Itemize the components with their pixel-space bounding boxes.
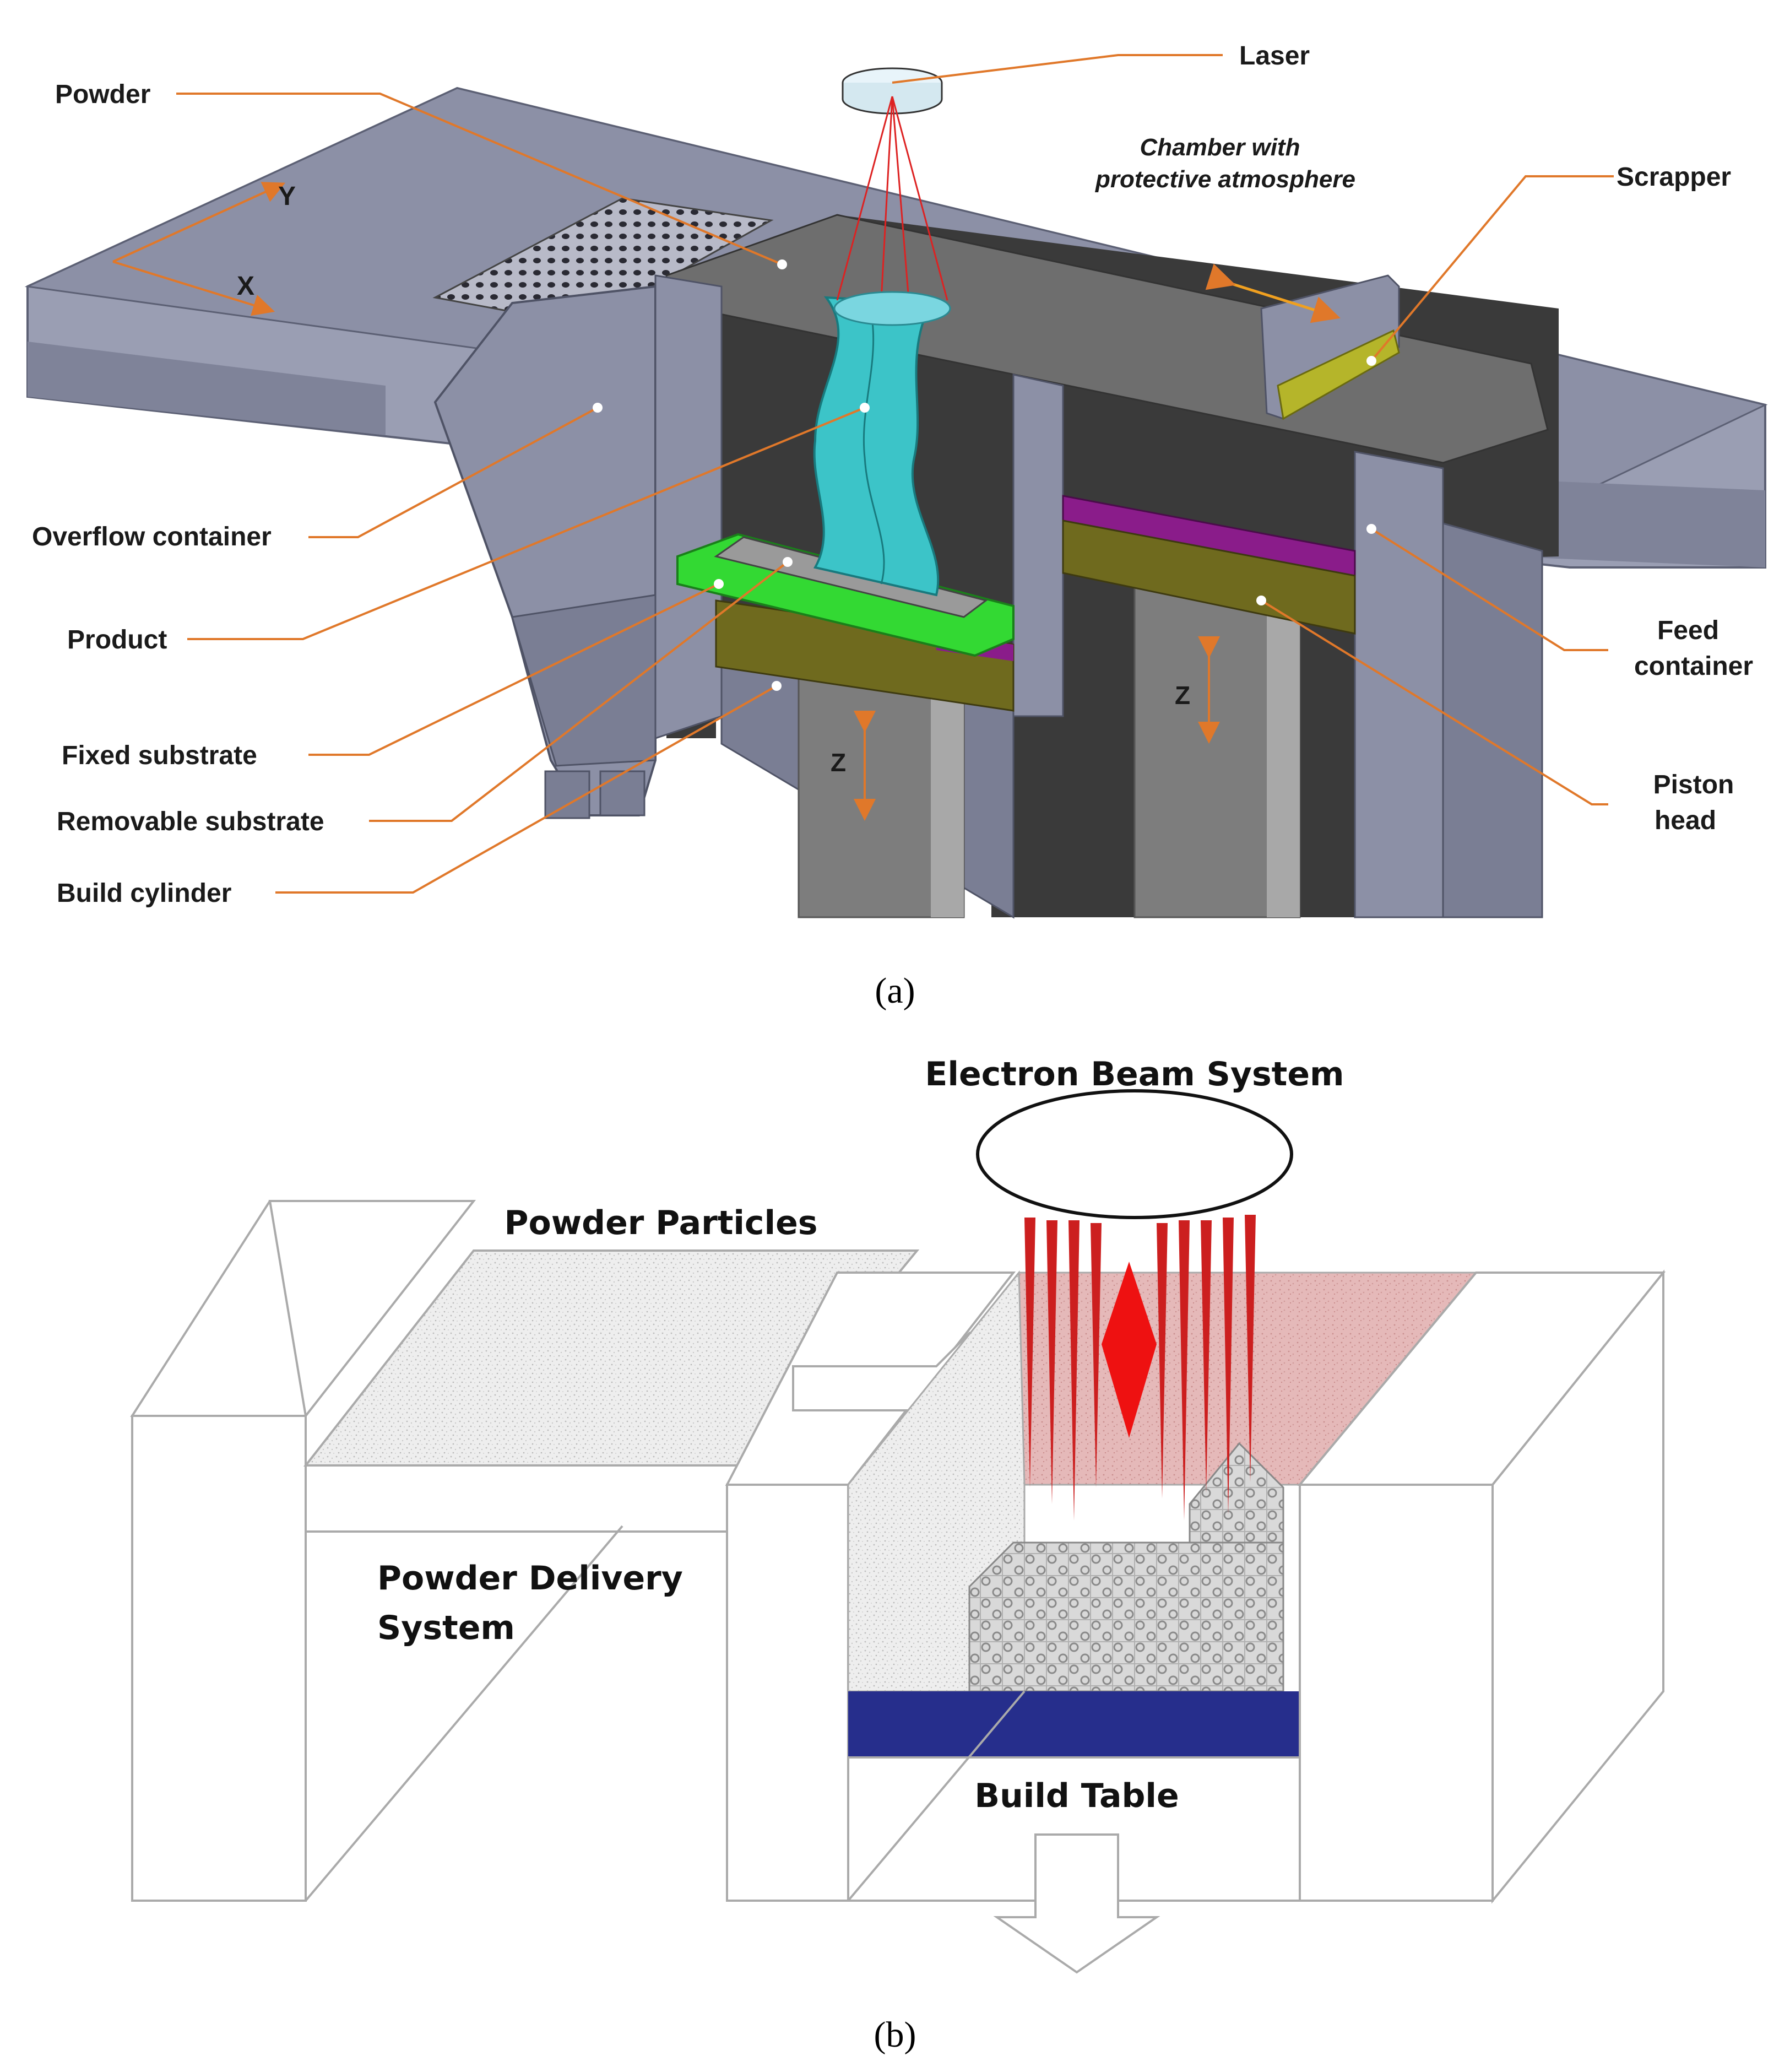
- build-table: [848, 1691, 1300, 1757]
- chamber-edge: [847, 1690, 1026, 1902]
- label-feed-container-line2: container: [1634, 652, 1753, 681]
- panel-a: Laser Powder Chamber with protective atm…: [22, 17, 1768, 1011]
- axis-x-arrow: [112, 261, 275, 316]
- right-wall-front: [1299, 1484, 1494, 1902]
- label-removable-substrate: Removable substrate: [57, 807, 324, 836]
- label-overflow-container: Overflow container: [32, 522, 272, 551]
- caption-a: (a): [875, 971, 915, 1011]
- feed-piston-shaft-highlight: [1267, 573, 1300, 917]
- label-build-table: Build Table: [974, 1777, 1179, 1815]
- label-powder-delivery-line2: System: [377, 1609, 515, 1647]
- powder-delivery-plate: [305, 1464, 742, 1533]
- divider-wall: [1012, 374, 1064, 717]
- label-product: Product: [67, 625, 167, 654]
- built-part-top: [1189, 1442, 1284, 1544]
- middle-wall-front: [726, 1484, 849, 1902]
- label-powder-delivery-line1: Powder Delivery: [377, 1559, 683, 1598]
- label-piston-head-line2: head: [1655, 806, 1716, 835]
- build-wall-left: [654, 274, 723, 740]
- left-wall-side: [268, 1200, 476, 1419]
- label-chamber-line2: protective atmosphere: [1095, 166, 1355, 193]
- right-wall-side: [1491, 1269, 1664, 1904]
- label-axis-y: Y: [278, 182, 296, 211]
- electron-beam-gun: [976, 1089, 1293, 1219]
- electron-beam-focus: [1102, 1262, 1157, 1438]
- scrapper-motion-arrow: [1205, 263, 1341, 323]
- axis-y-arrow: [112, 182, 286, 263]
- scrapper-blade: [1277, 329, 1400, 420]
- overflow-outlet-left: [544, 770, 590, 819]
- leader-lines: [176, 54, 1614, 894]
- overflow-outlet-right: [599, 770, 646, 816]
- label-z-right: Z: [1175, 681, 1190, 710]
- label-z-left: Z: [831, 748, 846, 777]
- label-powder-particles: Powder Particles: [505, 1204, 818, 1242]
- removable-substrate: [714, 536, 988, 618]
- product: [813, 296, 940, 597]
- leader-dots: [593, 259, 1376, 691]
- build-piston-shaft-highlight: [931, 661, 964, 917]
- caption-b: (b): [874, 2015, 916, 2055]
- label-fixed-substrate: Fixed substrate: [62, 741, 257, 770]
- product-edge: [863, 308, 885, 585]
- laser-beam: [836, 96, 948, 301]
- label-laser: Laser: [1239, 41, 1310, 71]
- label-axis-x: X: [237, 272, 254, 301]
- powder-delivery-edge: [305, 1525, 623, 1902]
- built-part: [968, 1541, 1284, 1692]
- label-chamber-line1: Chamber with: [1140, 134, 1300, 161]
- label-scrapper: Scrapper: [1617, 163, 1731, 192]
- laser-spot: [833, 291, 951, 326]
- overflow-hopper: [511, 594, 657, 767]
- down-arrow: [993, 1833, 1160, 1974]
- feed-piston-plate: [1062, 520, 1356, 635]
- panel-b: Electron Beam System Powder Particles Po…: [130, 1055, 1666, 2055]
- label-piston-head-line1: Piston: [1653, 770, 1734, 799]
- label-build-cylinder: Build cylinder: [57, 879, 231, 908]
- label-electron-beam-system: Electron Beam System: [925, 1055, 1344, 1094]
- label-feed-container-line1: Feed: [1657, 616, 1719, 645]
- left-wall-front: [131, 1415, 307, 1902]
- electron-beam-rays: [1024, 1215, 1256, 1521]
- top-plate-front-edge: [28, 342, 386, 435]
- label-powder: Powder: [55, 80, 150, 109]
